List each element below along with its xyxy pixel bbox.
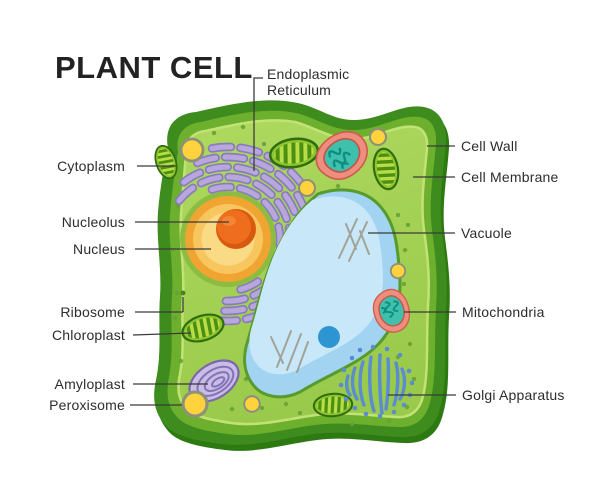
granule-dot <box>240 124 246 130</box>
leader-er <box>253 77 263 171</box>
er-strand <box>181 170 203 185</box>
golgi-vesicles <box>338 344 415 419</box>
er-strand <box>222 154 247 162</box>
er-strand <box>238 279 261 292</box>
page-title: PLANT CELL <box>55 50 253 85</box>
er-strand <box>282 192 298 215</box>
er-strand <box>198 175 222 186</box>
er-strand <box>209 184 234 193</box>
granule-dot <box>412 377 416 381</box>
granule-dot <box>387 419 391 423</box>
er-strand <box>237 145 262 155</box>
granule-dot <box>212 131 216 135</box>
label-cell-membrane: Cell Membrane <box>461 169 559 185</box>
er-strand <box>226 174 250 183</box>
er-strand <box>250 158 273 172</box>
label-endoplasmic-reticulum: Endoplasmic Reticulum <box>267 66 350 98</box>
label-nucleus: Nucleus <box>73 241 125 257</box>
label-chloroplast: Chloroplast <box>51 327 125 343</box>
granule-dot <box>402 282 406 286</box>
er-strand <box>237 185 260 199</box>
er-strand <box>223 296 248 304</box>
er-strand <box>194 155 219 166</box>
label-vacuole: Vacuole <box>461 225 512 241</box>
label-cytoplasm: Cytoplasm <box>57 158 125 174</box>
er-strand <box>176 185 196 204</box>
er-strand <box>253 181 275 198</box>
er-strand <box>261 174 282 191</box>
amyloplast <box>188 359 240 403</box>
er-strand <box>209 144 234 151</box>
label-golgi-apparatus: Golgi Apparatus <box>462 387 565 403</box>
vacuole-streaks <box>270 218 370 373</box>
er-strand <box>234 165 259 176</box>
vacuole <box>243 188 402 399</box>
vacuole-dark-spot <box>318 326 340 348</box>
nucleolus <box>216 209 256 249</box>
nucleus <box>180 191 276 287</box>
label-nucleolus: Nucleolus <box>61 214 125 230</box>
leader-ribosome <box>135 297 184 313</box>
granule-dot <box>178 358 184 364</box>
granule-dot <box>402 247 408 253</box>
granule-dot <box>406 223 410 227</box>
er-strand <box>275 171 295 190</box>
granule-dot <box>349 421 355 427</box>
label-amyloplast: Amyloplast <box>54 376 125 392</box>
ribosome-dot <box>180 290 186 296</box>
er-strand <box>221 306 246 314</box>
peroxisome <box>297 178 317 198</box>
granule-dot <box>262 142 266 146</box>
leader-lines <box>130 77 456 406</box>
label-ribosome: Ribosome <box>60 304 125 320</box>
granule-dot <box>335 183 341 189</box>
label-cell-wall: Cell Wall <box>461 138 518 154</box>
granule-dot <box>174 290 180 296</box>
leader-chloroplast <box>132 332 192 336</box>
granule-dot <box>298 411 302 415</box>
label-mitochondria: Mitochondria <box>462 304 545 320</box>
label-peroxisome: Peroxisome <box>49 397 125 413</box>
granule-dot <box>173 316 177 320</box>
granule-dot <box>407 341 413 347</box>
er-strand <box>206 164 231 173</box>
peroxisome <box>368 127 388 147</box>
granule-dot <box>396 213 400 217</box>
peroxisome <box>389 262 407 280</box>
er-strand <box>275 199 290 222</box>
granule-dot <box>283 401 289 407</box>
granule-dot <box>260 406 264 410</box>
golgi-apparatus <box>338 344 415 419</box>
peroxisome <box>181 390 209 418</box>
granule-dot <box>229 406 235 412</box>
peroxisome <box>243 395 261 413</box>
peroxisome <box>179 137 205 163</box>
er-strand <box>262 199 278 221</box>
